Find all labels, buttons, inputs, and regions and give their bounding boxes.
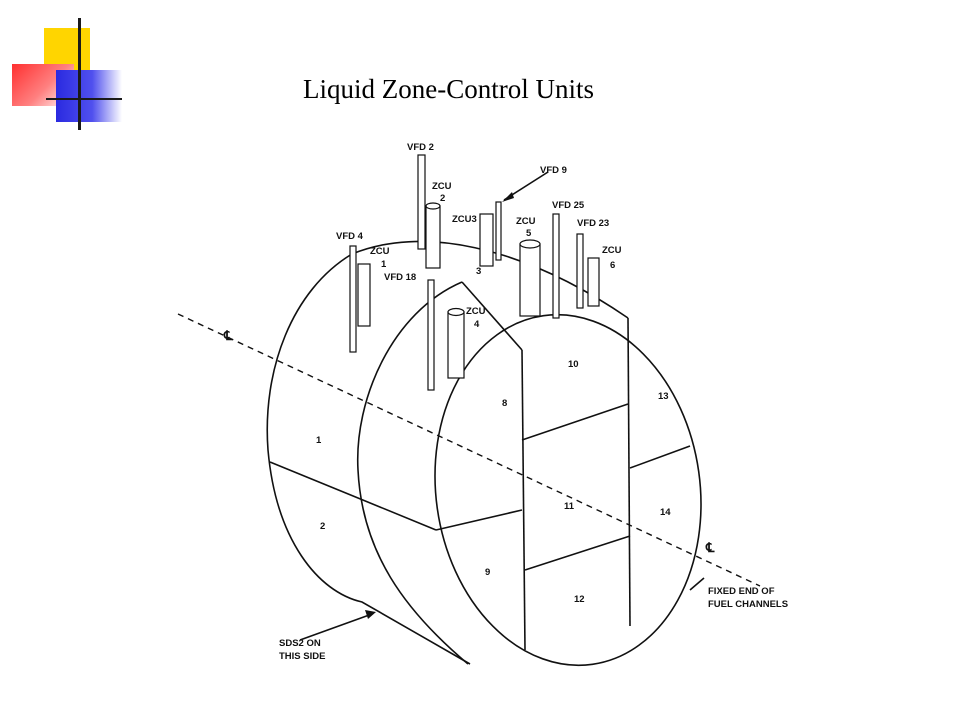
zone-13: 13 — [658, 391, 669, 402]
front-divider-c — [629, 445, 691, 469]
front-vertical-left — [521, 349, 526, 651]
label-fixed-end-line1: FIXED END OF — [708, 586, 775, 597]
label-zcu2: ZCU — [432, 181, 452, 192]
zcu5-tube — [519, 243, 541, 317]
zcu2-tube — [425, 205, 441, 269]
centre-line-symbol-right: ℄ — [705, 540, 715, 555]
zcu4-top — [447, 307, 465, 317]
zcu3-tube — [479, 213, 494, 267]
zone-11: 11 — [564, 501, 575, 512]
label-zcu4: ZCU — [466, 306, 486, 317]
label-zcu5: ZCU — [516, 216, 536, 227]
label-fixed-end-line2: FUEL CHANNELS — [708, 599, 788, 610]
front-divider-a — [521, 403, 629, 441]
label-vfd18: VFD 18 — [384, 272, 416, 283]
label-vfd25: VFD 25 — [552, 200, 585, 211]
zone-12: 12 — [574, 594, 585, 605]
blue-gradient-square — [56, 70, 122, 122]
top-edge — [351, 240, 629, 319]
centre-line — [177, 313, 761, 587]
zone-9: 9 — [485, 567, 490, 578]
sds2-arrow — [299, 613, 373, 641]
vfd18-tube — [427, 279, 435, 391]
label-zcu1-number: 1 — [381, 259, 387, 270]
vfd4-tube — [349, 245, 357, 353]
zone-2: 2 — [320, 521, 325, 532]
upper-left-divider — [435, 509, 523, 531]
label-vfd4: VFD 4 — [336, 231, 364, 242]
label-zcu6-number: 6 — [610, 260, 615, 271]
label-zcu2-number: 2 — [440, 193, 445, 204]
horizontal-accent-line — [46, 98, 122, 100]
front-top-link — [461, 281, 523, 351]
vfd23-tube — [576, 233, 584, 309]
label-zcu1: ZCU — [370, 246, 390, 257]
zcu4-tube — [447, 311, 465, 379]
fixed-end-leader — [689, 577, 705, 591]
vertical-accent-line — [78, 18, 81, 130]
middle-ring — [356, 281, 469, 665]
zcu6-tube — [587, 257, 600, 307]
front-face-ellipse — [434, 313, 702, 667]
label-zcu6: ZCU — [602, 245, 622, 256]
zone-1: 1 — [316, 435, 322, 446]
zone-8: 8 — [502, 398, 507, 409]
zcu2-top — [425, 202, 441, 210]
label-zcu3: ZCU3 — [452, 214, 477, 225]
vfd9-arrowhead — [502, 192, 514, 202]
centre-line-symbol-left: ℄ — [223, 328, 233, 343]
front-vertical-right — [627, 317, 631, 627]
vfd9-tube — [495, 201, 502, 261]
vfd2-tube — [417, 154, 426, 250]
slide-title: Liquid Zone-Control Units — [303, 74, 594, 104]
zcu1-tube — [357, 263, 371, 327]
label-zcu4-number: 4 — [474, 319, 480, 330]
zcu5-top — [519, 239, 541, 249]
label-sds2-line1: SDS2 ON — [279, 638, 321, 649]
label-sds2-line2: THIS SIDE — [279, 651, 325, 662]
zone-10: 10 — [568, 359, 579, 370]
zone-3: 3 — [476, 266, 481, 277]
vfd25-tube — [552, 213, 560, 319]
label-vfd9: VFD 9 — [540, 165, 567, 176]
label-vfd2: VFD 2 — [407, 142, 434, 153]
left-zone-divider — [269, 461, 437, 531]
zone-14: 14 — [660, 507, 671, 518]
corner-decoration — [0, 0, 140, 140]
sds2-arrowhead — [365, 610, 376, 619]
back-cylinder-outline — [266, 253, 471, 665]
label-zcu5-number: 5 — [526, 228, 532, 239]
front-divider-b — [524, 535, 631, 571]
label-vfd23: VFD 23 — [577, 218, 609, 229]
